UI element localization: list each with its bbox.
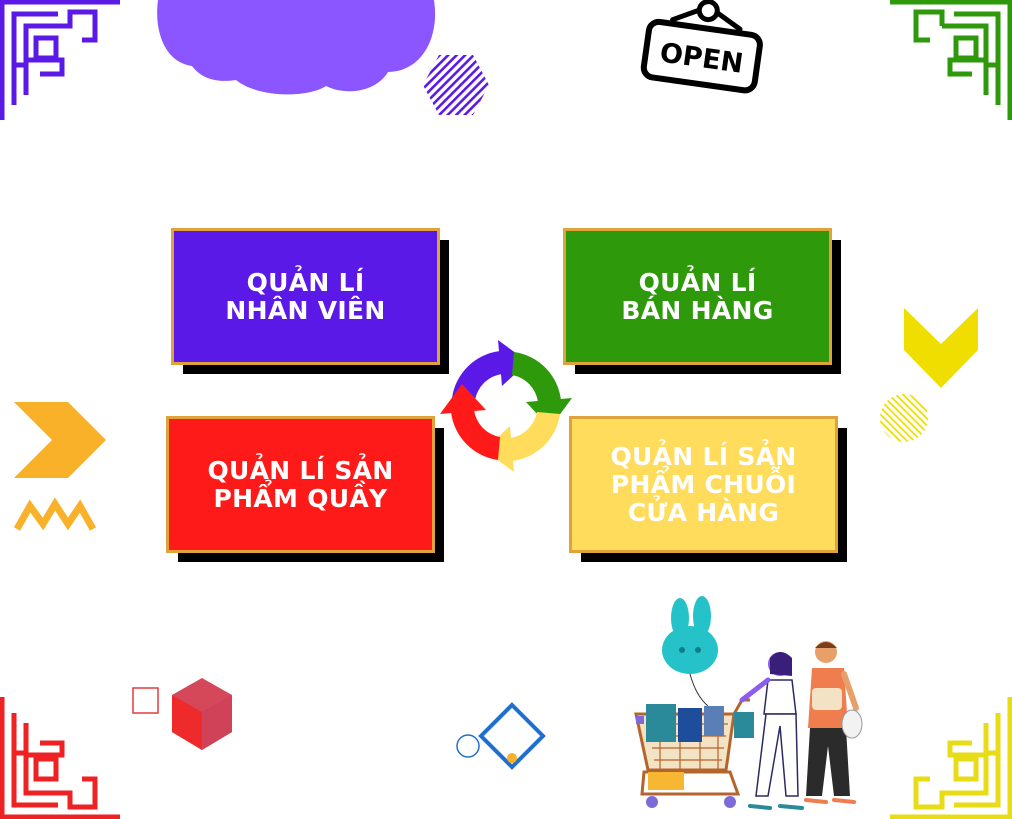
cycle-arrows-icon (440, 340, 572, 472)
corner-ornament-top-right (890, 0, 1012, 120)
corner-ornament-top-left (0, 0, 120, 120)
card-label: QUẢN LÍ SẢN PHẨM CHUỖI CỬA HÀNG (610, 441, 797, 527)
card-sales-management[interactable]: QUẢN LÍ BÁN HÀNG (563, 228, 832, 365)
orange-zigzag-shape (13, 497, 97, 531)
red-outline-square-shape (132, 687, 159, 714)
yellow-chevron-down-icon (904, 308, 978, 388)
card-chain-store-product-management[interactable]: QUẢN LÍ SẢN PHẨM CHUỖI CỬA HÀNG (569, 416, 838, 553)
card-counter-product-management[interactable]: QUẢN LÍ SẢN PHẨM QUẦY (166, 416, 435, 553)
bunny-balloon-icon (662, 596, 718, 707)
blue-outline-circle-shape (456, 734, 480, 758)
purple-cloud-shape (157, 0, 436, 95)
card-label: QUẢN LÍ BÁN HÀNG (621, 267, 774, 325)
woman-figure-icon (734, 652, 804, 810)
corner-ornament-bottom-left (0, 697, 120, 819)
orange-chevron-right-icon (14, 402, 106, 478)
shopping-cart-icon (634, 698, 750, 808)
striped-hexagon-shape (423, 55, 489, 115)
blue-diamond-shape (478, 702, 546, 770)
man-figure-icon (804, 641, 863, 804)
card-label: QUẢN LÍ SẢN PHẨM QUẦY (207, 455, 394, 513)
card-label: QUẢN LÍ NHÂN VIÊN (225, 267, 386, 325)
red-cube-shape (172, 678, 232, 750)
corner-ornament-bottom-right (890, 697, 1012, 819)
open-sign-icon: OPEN (640, 0, 763, 94)
yellow-striped-circle-shape (880, 394, 928, 442)
shopping-couple-illustration (634, 596, 863, 810)
card-employee-management[interactable]: QUẢN LÍ NHÂN VIÊN (171, 228, 440, 365)
